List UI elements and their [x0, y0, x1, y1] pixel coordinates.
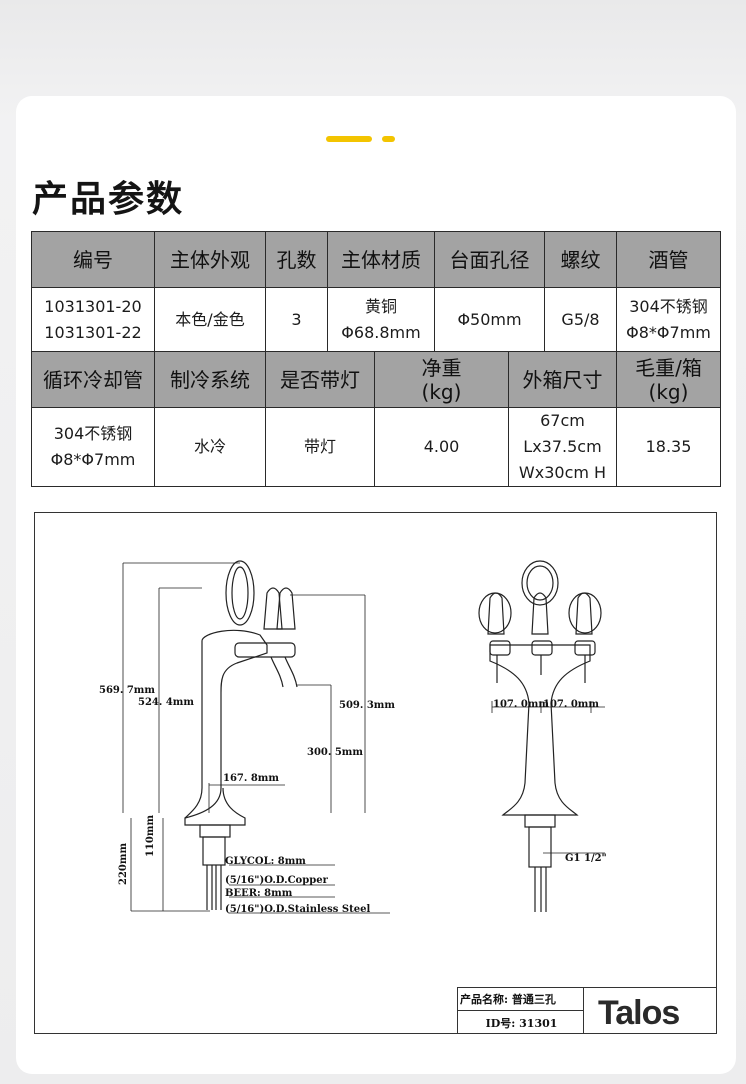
cell-cooling-system: 水冷	[154, 407, 266, 487]
note-glycol-od: (5/16")O.D.Copper	[225, 875, 329, 886]
dim-shank-110: 110mm	[145, 815, 156, 857]
tap-handle-front-right-ring	[568, 592, 602, 634]
spout-side	[270, 656, 298, 688]
tap-handle-front-right	[575, 592, 593, 635]
header-cell: 主体外观	[154, 231, 266, 288]
header-cell: 主体材质	[327, 231, 435, 288]
dim-spout-height: 300. 5mm	[307, 747, 363, 758]
tap-handle-front-left-ring	[478, 592, 512, 634]
cell-net-weight: 4.00	[374, 407, 509, 487]
tap-handle-front-left	[487, 592, 505, 635]
dim-spout-to-base: 509. 3mm	[339, 700, 395, 711]
shank-front	[528, 826, 552, 868]
dim-shank-220: 220mm	[118, 843, 129, 885]
faucet-side	[234, 642, 296, 658]
product-id: ID号: 31301	[485, 1016, 558, 1030]
note-beer: BEER: 8mm	[225, 888, 293, 899]
title-block-divider	[583, 988, 584, 1034]
tower-body-side-back	[184, 641, 203, 819]
technical-drawing: 569. 7mm 524. 4mm 509. 3mm 300. 5mm 167.…	[34, 512, 717, 1034]
accent-bar	[326, 136, 372, 142]
spouts-front	[496, 655, 586, 683]
shank-nut-front	[524, 814, 556, 828]
tower-body-front	[489, 644, 591, 816]
title-block: 产品名称: 普通三孔 ID号: 31301 Talos	[457, 987, 717, 1034]
tower-body-side	[184, 629, 268, 826]
header-cell: 循环冷却管	[31, 351, 155, 408]
header-cell: 酒管	[616, 231, 721, 288]
tap-handle-side-front	[263, 587, 283, 630]
header-cell: 毛重/箱(kg)	[616, 351, 721, 408]
shank-side	[202, 836, 226, 866]
tap-handle-front-center	[531, 592, 549, 635]
cell-appearance: 本色/金色	[154, 287, 266, 352]
cell-gross-weight: 18.35	[616, 407, 721, 487]
shank-nut-side	[199, 824, 231, 838]
page-title: 产品参数	[32, 179, 185, 220]
header-cell: 螺纹	[544, 231, 617, 288]
cell-hole-diameter: Φ50mm	[434, 287, 545, 352]
dim-total-height: 569. 7mm	[99, 685, 155, 696]
note-glycol: GLYCOL: 8mm	[225, 856, 306, 867]
accent-dot	[382, 136, 395, 142]
drawing-svg: 569. 7mm 524. 4mm 509. 3mm 300. 5mm 167.…	[99, 560, 607, 915]
cell-light: 带灯	[265, 407, 375, 487]
dim-thread: G1 1/2"	[565, 853, 607, 864]
tap-handle-side-front-2	[276, 587, 296, 630]
tap-handle-front-center-inner	[526, 565, 554, 601]
faucet-front-right	[574, 640, 596, 656]
tap-handle-front-center-ring	[521, 560, 559, 606]
tubes-front	[534, 867, 547, 912]
tubes-side	[206, 865, 222, 910]
dim-spout-reach: 167. 8mm	[223, 773, 279, 784]
header-cell: 外箱尺寸	[508, 351, 617, 408]
header-cell: 台面孔径	[434, 231, 545, 288]
header-cell: 是否带灯	[265, 351, 375, 408]
header-cell: 制冷系统	[154, 351, 266, 408]
brand-logo: Talos	[598, 994, 680, 1032]
dim-tap-spacing-left: 107. 0mm	[493, 699, 549, 710]
faucet-front-left	[489, 640, 511, 656]
tap-handle-side-back	[225, 560, 255, 626]
header-cell: 孔数	[265, 231, 328, 288]
cell-holes: 3	[265, 287, 328, 352]
tap-handle-side-ring	[231, 566, 249, 620]
note-beer-od: (5/16")O.D.Stainless Steel	[225, 904, 370, 915]
table-header-row: 编号 主体外观 孔数 主体材质 台面孔径 螺纹 酒管	[31, 231, 721, 288]
dim-tap-spacing-right: 107. 0mm	[543, 699, 599, 710]
header-cell: 编号	[31, 231, 155, 288]
table-header-row: 循环冷却管 制冷系统 是否带灯 净重(kg) 外箱尺寸 毛重/箱(kg)	[31, 351, 721, 408]
faucet-front-center	[531, 640, 553, 656]
header-cell: 净重(kg)	[374, 351, 509, 408]
dim-body-height: 524. 4mm	[138, 697, 194, 708]
cell-thread: G5/8	[544, 287, 617, 352]
product-name: 产品名称: 普通三孔	[458, 988, 583, 1011]
